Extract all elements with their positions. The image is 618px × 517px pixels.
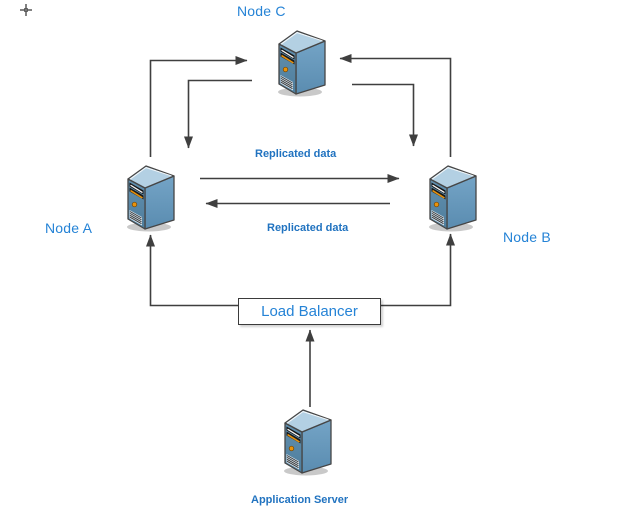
server-icon bbox=[126, 163, 176, 233]
node-b-label[interactable]: Node B bbox=[503, 229, 551, 245]
connector-b-to-c[interactable] bbox=[339, 54, 452, 158]
server-icon bbox=[277, 28, 327, 98]
server-icon bbox=[283, 407, 333, 477]
load-balancer-label: Load Balancer bbox=[261, 303, 358, 320]
application-server-label[interactable]: Application Server bbox=[251, 494, 349, 506]
connector-lb-to-a[interactable] bbox=[146, 234, 240, 307]
node-a-shape[interactable] bbox=[126, 163, 176, 233]
replicated-data-label-bottom[interactable]: Replicated data bbox=[267, 222, 349, 234]
server-icon bbox=[428, 163, 478, 233]
replicated-data-label-top[interactable]: Replicated data bbox=[255, 148, 337, 160]
node-c-label[interactable]: Node C bbox=[237, 3, 286, 19]
application-server-shape[interactable] bbox=[283, 407, 333, 477]
load-balancer-box[interactable]: Load Balancer bbox=[238, 298, 381, 325]
crosshair-cursor-icon bbox=[20, 4, 32, 16]
node-a-label[interactable]: Node A bbox=[45, 220, 93, 236]
node-b-shape[interactable] bbox=[428, 163, 478, 233]
connector-c-to-b[interactable] bbox=[352, 83, 418, 147]
connector-lb-to-b[interactable] bbox=[381, 233, 455, 307]
connector-c-to-a[interactable] bbox=[184, 79, 253, 149]
connector-a-to-c[interactable] bbox=[149, 56, 248, 158]
node-c-shape[interactable] bbox=[277, 28, 327, 98]
